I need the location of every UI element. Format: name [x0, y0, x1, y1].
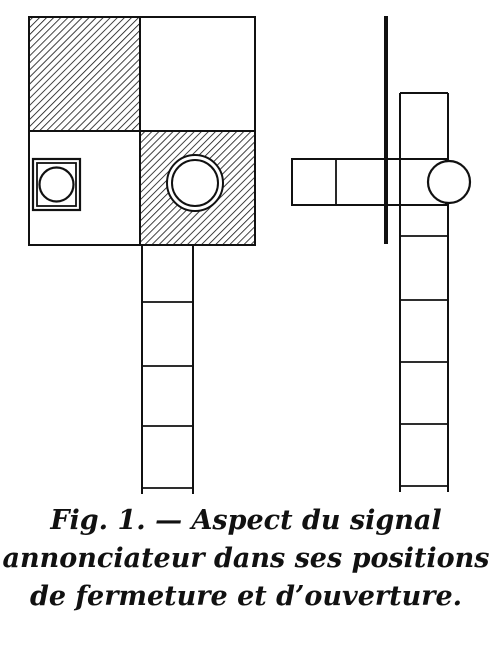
front-post	[141, 245, 194, 494]
side-post	[399, 92, 449, 492]
caption-line-1: Fig. 1. — Aspect du signal	[50, 505, 442, 536]
framed-lamp	[31, 157, 82, 212]
hatched-square-top-left	[28, 16, 141, 132]
side-view	[291, 16, 472, 492]
front-view	[28, 16, 256, 494]
caption-line-2: annonciateur dans ses positions	[2, 543, 490, 574]
figure-caption: Fig. 1. — Aspect du signal annonciateur …	[0, 502, 492, 616]
lamp-circle-left	[38, 166, 75, 203]
lamp-circle-right	[171, 159, 219, 207]
caption-line-3: de fermeture et d’ouverture.	[29, 581, 463, 612]
ringed-lamp	[166, 154, 224, 212]
horizontal-arm	[291, 158, 447, 206]
signal-diagram	[28, 16, 472, 494]
side-lamp-circle	[426, 159, 472, 205]
plain-square-top-right	[139, 16, 256, 132]
